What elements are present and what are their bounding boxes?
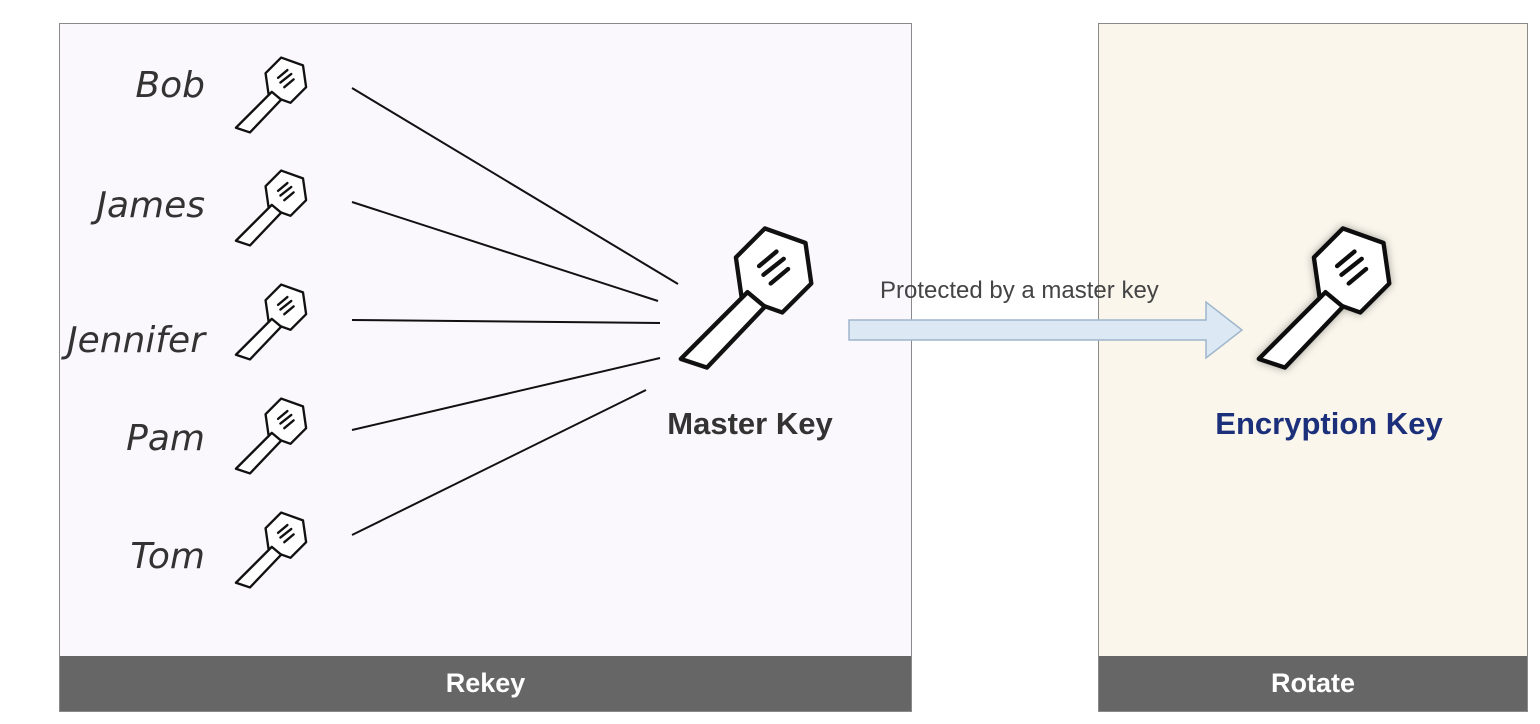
- key-icon: [234, 511, 308, 589]
- connector-line: [351, 389, 647, 536]
- encryption-key-label: Encryption Key: [1215, 406, 1443, 441]
- connector-line: [351, 201, 659, 302]
- key-icon: [234, 56, 308, 134]
- connector-line: [351, 87, 679, 285]
- master-key-icon: [681, 228, 812, 367]
- user-name-bob: Bob: [135, 65, 205, 106]
- connector-line: [351, 319, 661, 324]
- master-key-label: Master Key: [667, 406, 833, 441]
- rekey-panel: Rekey: [59, 23, 912, 712]
- user-name-jennifer: Jennifer: [61, 320, 207, 361]
- connector-line: [351, 357, 661, 431]
- key-icon: [234, 397, 308, 475]
- arrow-label: Protected by a master key: [880, 277, 1159, 304]
- user-name-james: James: [90, 185, 205, 226]
- arrow: [848, 300, 1244, 360]
- encryption-key-icon: [1259, 228, 1390, 367]
- key-icon: [234, 169, 308, 247]
- user-name-tom: Tom: [130, 536, 205, 577]
- rekey-footer: Rekey: [60, 656, 911, 711]
- user-name-pam: Pam: [126, 418, 205, 459]
- key-icon: [234, 283, 308, 361]
- rotate-panel: Rotate: [1098, 23, 1528, 712]
- rotate-footer: Rotate: [1099, 656, 1527, 711]
